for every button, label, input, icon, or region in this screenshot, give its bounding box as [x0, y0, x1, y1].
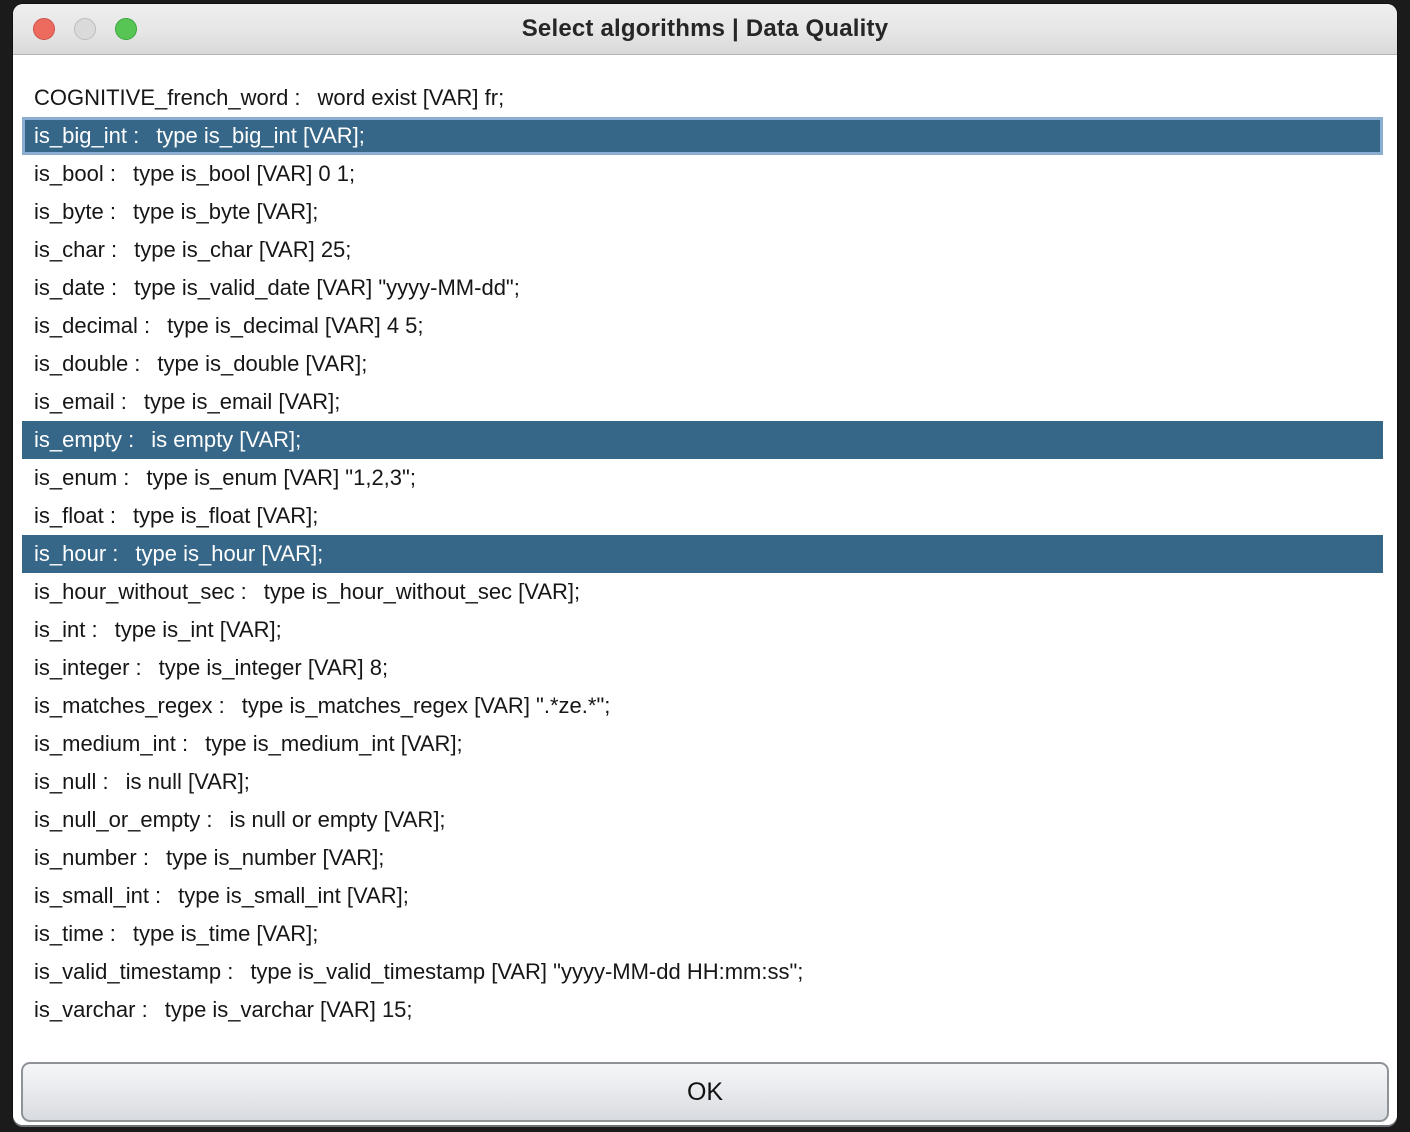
list-item[interactable]: is_double : type is_double [VAR]; [22, 345, 1383, 383]
zoom-button[interactable] [115, 18, 137, 40]
list-item[interactable]: is_null_or_empty : is null or empty [VAR]… [22, 801, 1383, 839]
algorithm-definition: type is_number [VAR]; [165, 845, 385, 870]
algorithm-name: is_time : [34, 921, 116, 946]
algorithm-definition: type is_valid_date [VAR] "yyyy-MM-dd"; [134, 275, 520, 300]
list-item[interactable]: is_null : is null [VAR]; [22, 763, 1383, 801]
algorithm-definition: type is_integer [VAR] 8; [158, 655, 389, 680]
algorithm-list: COGNITIVE_french_word : word exist [VAR] … [13, 55, 1397, 1062]
algorithm-name: is_hour : [34, 541, 119, 566]
list-item[interactable]: is_big_int : type is_big_int [VAR]; [22, 117, 1383, 155]
list-item[interactable]: is_int : type is_int [VAR]; [22, 611, 1383, 649]
algorithm-definition: type is_hour [VAR]; [135, 541, 324, 566]
list-item[interactable]: is_medium_int : type is_medium_int [VAR]; [22, 725, 1383, 763]
algorithm-name: is_small_int : [34, 883, 162, 908]
algorithm-name: is_big_int : [34, 123, 140, 148]
algorithm-definition: type is_float [VAR]; [132, 503, 319, 528]
algorithm-definition: type is_time [VAR]; [132, 921, 319, 946]
algorithm-name: is_matches_regex : [34, 693, 225, 718]
algorithm-name: is_decimal : [34, 313, 151, 338]
algorithm-name: is_enum : [34, 465, 130, 490]
algorithm-definition: type is_medium_int [VAR]; [205, 731, 463, 756]
algorithm-definition: is null or empty [VAR]; [229, 807, 446, 832]
algorithm-definition: is empty [VAR]; [151, 427, 302, 452]
algorithm-name: is_integer : [34, 655, 142, 680]
algorithm-definition: type is_bool [VAR] 0 1; [132, 161, 356, 186]
algorithm-name: is_byte : [34, 199, 116, 224]
algorithm-definition: type is_int [VAR]; [114, 617, 282, 642]
traffic-lights [33, 4, 137, 54]
algorithm-definition: type is_small_int [VAR]; [178, 883, 409, 908]
list-item[interactable]: is_email : type is_email [VAR]; [22, 383, 1383, 421]
list-item[interactable]: is_hour_without_sec : type is_hour_withou… [22, 573, 1383, 611]
algorithm-name: is_bool : [34, 161, 116, 186]
list-item[interactable]: is_varchar : type is_varchar [VAR] 15; [22, 991, 1383, 1029]
list-item[interactable]: COGNITIVE_french_word : word exist [VAR] … [22, 79, 1383, 117]
algorithm-name: is_number : [34, 845, 149, 870]
list-item[interactable]: is_date : type is_valid_date [VAR] "yyyy-… [22, 269, 1383, 307]
algorithm-name: is_valid_timestamp : [34, 959, 234, 984]
list-item[interactable]: is_number : type is_number [VAR]; [22, 839, 1383, 877]
algorithm-definition: type is_double [VAR]; [157, 351, 368, 376]
algorithm-name: is_hour_without_sec : [34, 579, 247, 604]
dialog-footer: OK [13, 1062, 1397, 1125]
list-item[interactable]: is_char : type is_char [VAR] 25; [22, 231, 1383, 269]
algorithm-definition: type is_varchar [VAR] 15; [164, 997, 413, 1022]
list-item[interactable]: is_bool : type is_bool [VAR] 0 1; [22, 155, 1383, 193]
list-item[interactable]: is_hour : type is_hour [VAR]; [22, 535, 1383, 573]
algorithm-name: is_email : [34, 389, 127, 414]
algorithm-name: is_date : [34, 275, 118, 300]
algorithm-name: is_float : [34, 503, 116, 528]
algorithm-name: is_int : [34, 617, 98, 642]
list-item[interactable]: is_float : type is_float [VAR]; [22, 497, 1383, 535]
list-item[interactable]: is_integer : type is_integer [VAR] 8; [22, 649, 1383, 687]
list-item[interactable]: is_valid_timestamp : type is_valid_timest… [22, 953, 1383, 991]
minimize-button[interactable] [74, 18, 96, 40]
algorithm-definition: type is_big_int [VAR]; [156, 123, 365, 148]
algorithm-definition: type is_valid_timestamp [VAR] "yyyy-MM-d… [250, 959, 804, 984]
algorithm-definition: type is_matches_regex [VAR] ".*ze.*"; [241, 693, 611, 718]
close-button[interactable] [33, 18, 55, 40]
title-bar[interactable]: Select algorithms | Data Quality [13, 4, 1397, 55]
list-item[interactable]: is_time : type is_time [VAR]; [22, 915, 1383, 953]
algorithm-name: is_double : [34, 351, 141, 376]
algorithm-definition: type is_hour_without_sec [VAR]; [263, 579, 581, 604]
algorithm-definition: is null [VAR]; [125, 769, 250, 794]
algorithm-definition: type is_decimal [VAR] 4 5; [167, 313, 424, 338]
algorithm-definition: type is_email [VAR]; [143, 389, 341, 414]
algorithm-name: is_medium_int : [34, 731, 189, 756]
list-item[interactable]: is_small_int : type is_small_int [VAR]; [22, 877, 1383, 915]
list-item[interactable]: is_empty : is empty [VAR]; [22, 421, 1383, 459]
algorithm-definition: word exist [VAR] fr; [317, 85, 505, 110]
algorithm-definition: type is_byte [VAR]; [132, 199, 319, 224]
algorithm-name: is_varchar : [34, 997, 148, 1022]
list-item[interactable]: is_decimal : type is_decimal [VAR] 4 5; [22, 307, 1383, 345]
list-item[interactable]: is_byte : type is_byte [VAR]; [22, 193, 1383, 231]
algorithm-name: is_empty : [34, 427, 135, 452]
ok-button[interactable]: OK [21, 1062, 1389, 1122]
algorithm-name: is_char : [34, 237, 118, 262]
dialog-window: Select algorithms | Data Quality COGNITI… [13, 4, 1397, 1125]
algorithm-name: is_null_or_empty : [34, 807, 213, 832]
algorithm-definition: type is_enum [VAR] "1,2,3"; [146, 465, 416, 490]
window-title: Select algorithms | Data Quality [521, 15, 889, 42]
algorithm-definition: type is_char [VAR] 25; [134, 237, 352, 262]
list-item[interactable]: is_enum : type is_enum [VAR] "1,2,3"; [22, 459, 1383, 497]
algorithm-name: is_null : [34, 769, 109, 794]
list-item[interactable]: is_matches_regex : type is_matches_regex … [22, 687, 1383, 725]
algorithm-name: COGNITIVE_french_word : [34, 85, 301, 110]
